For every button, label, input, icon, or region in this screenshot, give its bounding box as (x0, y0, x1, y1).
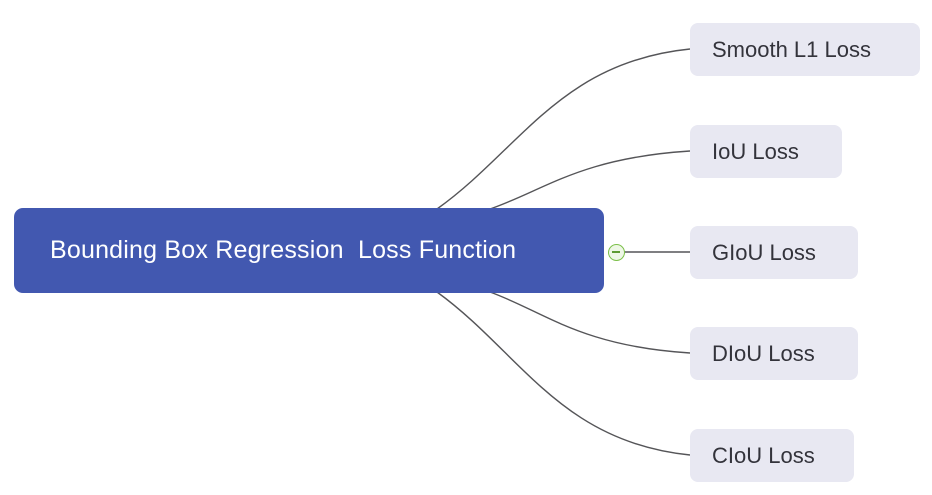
branch-node-label: CIoU Loss (712, 442, 815, 468)
branch-node-label: IoU Loss (712, 138, 799, 164)
collapse-toggle-icon[interactable] (608, 244, 625, 261)
connector-to-diou-loss (489, 291, 691, 354)
branch-node-ciou-loss[interactable]: CIoU Loss (690, 429, 854, 482)
root-node[interactable]: Bounding Box Regression Loss Function (14, 208, 604, 293)
branch-node-label: DIoU Loss (712, 340, 815, 366)
connector-to-smooth-l1-loss (436, 48, 691, 210)
branch-node-smooth-l1-loss[interactable]: Smooth L1 Loss (690, 23, 920, 76)
branch-node-label: GIoU Loss (712, 239, 816, 265)
branch-node-iou-loss[interactable]: IoU Loss (690, 125, 842, 178)
branch-node-label: Smooth L1 Loss (712, 36, 871, 62)
branch-node-diou-loss[interactable]: DIoU Loss (690, 327, 858, 380)
root-node-label: Bounding Box Regression Loss Function (50, 236, 517, 264)
branch-node-giou-loss[interactable]: GIoU Loss (690, 226, 858, 279)
connector-to-iou-loss (489, 150, 691, 210)
connector-to-ciou-loss (436, 291, 691, 456)
